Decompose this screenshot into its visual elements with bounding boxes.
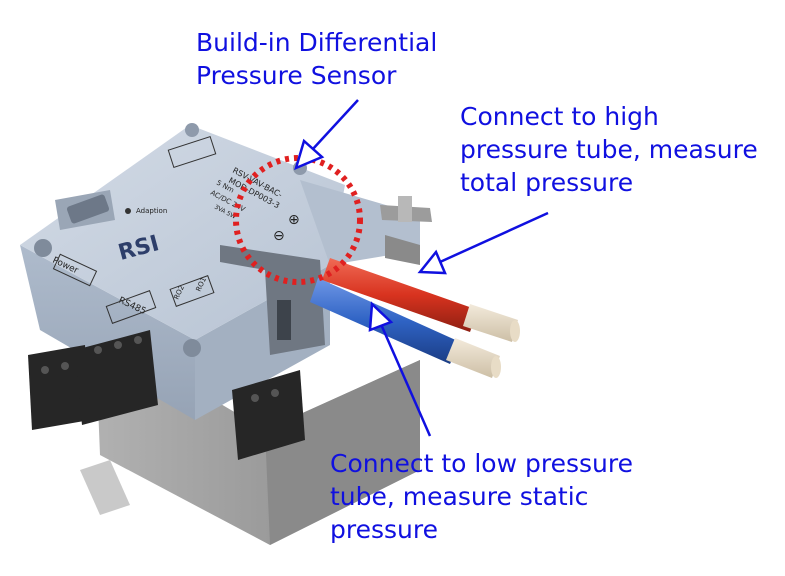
adaption-label: Adaption — [136, 207, 167, 215]
low-pressure-callout-line-2: tube, measure static — [330, 482, 589, 511]
terminal-block-rs485 — [75, 330, 158, 425]
sensor-arrow — [294, 99, 359, 171]
sensor-callout-line-2: Pressure Sensor — [196, 61, 397, 90]
low-pressure-callout-line-3: pressure — [330, 515, 438, 544]
sensor-callout-line-1: Build-in Differential — [196, 28, 438, 57]
mounting-bracket — [80, 460, 130, 515]
side-clip — [220, 245, 325, 355]
high-pressure-tube — [322, 258, 520, 342]
low-pressure-arrow — [368, 301, 432, 437]
terminal-block-power — [28, 345, 90, 430]
high-pressure-callout-line-1: Connect to high — [460, 102, 659, 131]
low-pressure-nozzle — [446, 338, 500, 378]
high-pressure-callout-line-3: total pressure — [460, 168, 634, 197]
low-pressure-callout: Connect to low pressure tube, measure st… — [330, 447, 633, 546]
sensor-callout: Build-in Differential Pressure Sensor — [196, 26, 437, 92]
high-pressure-callout: Connect to high pressure tube, measure t… — [460, 100, 758, 199]
high-pressure-arrow — [417, 211, 549, 275]
minus-port-symbol: ⊖ — [273, 228, 285, 244]
terminal-block-relay — [232, 370, 305, 460]
pressure-fittings — [380, 196, 432, 265]
high-pressure-callout-line-2: pressure tube, measure — [460, 135, 758, 164]
plus-port-symbol: ⊕ — [288, 212, 300, 228]
adaption-button — [66, 194, 110, 224]
high-pressure-nozzle — [463, 304, 518, 342]
low-pressure-callout-line-1: Connect to low pressure — [330, 449, 633, 478]
